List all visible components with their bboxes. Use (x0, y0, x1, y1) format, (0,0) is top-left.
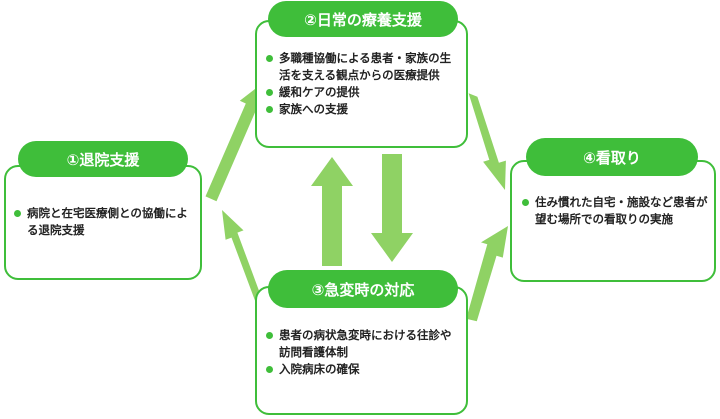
daily-care-title: ②日常の療養支援 (268, 1, 458, 37)
list-item: 緩和ケアの提供 (266, 84, 461, 101)
discharge-support-title: ①退院支援 (18, 141, 188, 177)
emergency-response-title: ③急変時の対応 (268, 270, 458, 308)
emergency-response-list: 患者の病状急変時における往診や訪問看護体制 入院病床の確保 (266, 327, 461, 378)
end-of-life-care-box (510, 160, 716, 282)
list-item: 住み慣れた自宅・施設など患者が望む場所での看取りの実施 (522, 194, 708, 228)
arrow-emergency-to-end-of-life (466, 226, 508, 322)
list-item: 多職種協働による患者・家族の生活を支える観点からの医療提供 (266, 50, 461, 84)
list-item: 患者の病状急変時における往診や訪問看護体制 (266, 327, 461, 361)
arrow-emergency-to-daily (311, 157, 353, 266)
arrow-emergency-to-discharge (222, 210, 262, 304)
discharge-support-list: 病院と在宅医療側との協働による退院支援 (14, 205, 196, 239)
list-item: 入院病床の確保 (266, 361, 461, 378)
arrow-daily-to-end-of-life (468, 93, 506, 190)
arrow-discharge-to-daily (205, 82, 264, 202)
arrow-daily-to-emergency (371, 154, 413, 262)
end-of-life-care-title: ④看取り (526, 138, 698, 176)
end-of-life-care-list: 住み慣れた自宅・施設など患者が望む場所での看取りの実施 (522, 194, 708, 228)
list-item: 病院と在宅医療側との協働による退院支援 (14, 205, 196, 239)
discharge-support-box (4, 165, 202, 280)
list-item: 家族への支援 (266, 101, 461, 118)
daily-care-list: 多職種協働による患者・家族の生活を支える観点からの医療提供 緩和ケアの提供 家族… (266, 50, 461, 118)
